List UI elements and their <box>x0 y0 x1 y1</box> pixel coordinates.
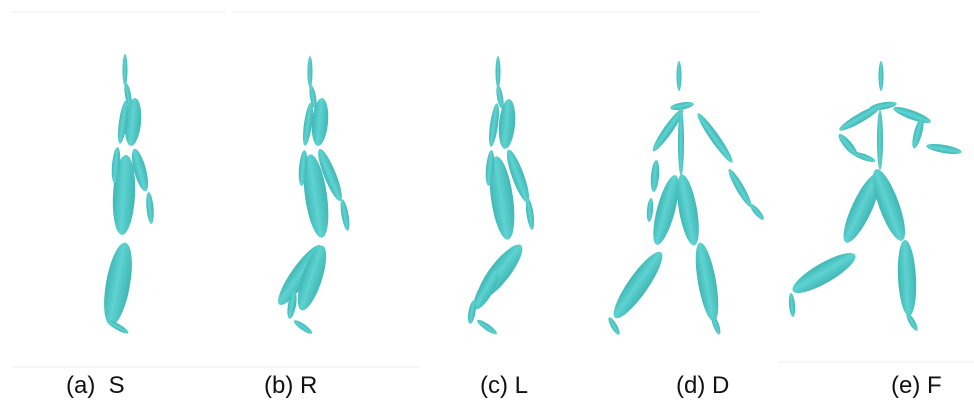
right-forearm-segment <box>524 198 535 231</box>
foot-segment <box>292 318 313 336</box>
left-foot-segment <box>788 293 796 317</box>
caption-c: (c) L <box>480 372 528 400</box>
right-hand-segment <box>926 142 963 156</box>
right-forearm-segment <box>339 199 351 232</box>
torso-segment <box>678 108 684 176</box>
right-upper-arm-segment <box>694 111 736 165</box>
right-forearm-segment <box>726 167 755 209</box>
left-hand-segment <box>852 150 877 164</box>
right-foot-segment <box>904 312 919 332</box>
foot-segment <box>106 318 130 335</box>
torso-segment <box>877 110 883 170</box>
upper-leg-segment <box>99 241 137 328</box>
right-lower-leg-segment <box>691 241 723 323</box>
foot-segment <box>475 318 498 337</box>
right-upper-arm-segment <box>892 104 933 126</box>
left-hand-segment <box>646 198 654 222</box>
stick-figure-right-step <box>272 56 351 336</box>
head-segment <box>677 61 682 91</box>
left-foot-segment <box>606 316 621 336</box>
head-segment <box>308 56 313 88</box>
left-lower-leg-segment <box>607 246 669 323</box>
left-upper-arm-segment <box>837 102 883 134</box>
left-lower-leg-segment <box>788 246 860 299</box>
right-hand-segment <box>748 202 765 221</box>
head-segment <box>123 54 128 86</box>
caption-b: (b) R <box>264 372 317 400</box>
right-lower-leg-segment <box>896 240 918 317</box>
stick-figure-left-step <box>466 56 535 336</box>
left-forearm-segment <box>650 160 661 193</box>
right-forearm-segment <box>145 192 155 224</box>
head-segment <box>879 61 884 91</box>
stick-figure-arms-raised <box>788 61 963 332</box>
caption-a: (a) S <box>66 372 125 400</box>
caption-e: (e) F <box>891 372 942 400</box>
caption-d: (d) D <box>676 372 729 400</box>
stick-figure-arms-down <box>606 61 765 336</box>
head-segment <box>496 56 501 88</box>
stick-figure-standing <box>99 54 155 336</box>
